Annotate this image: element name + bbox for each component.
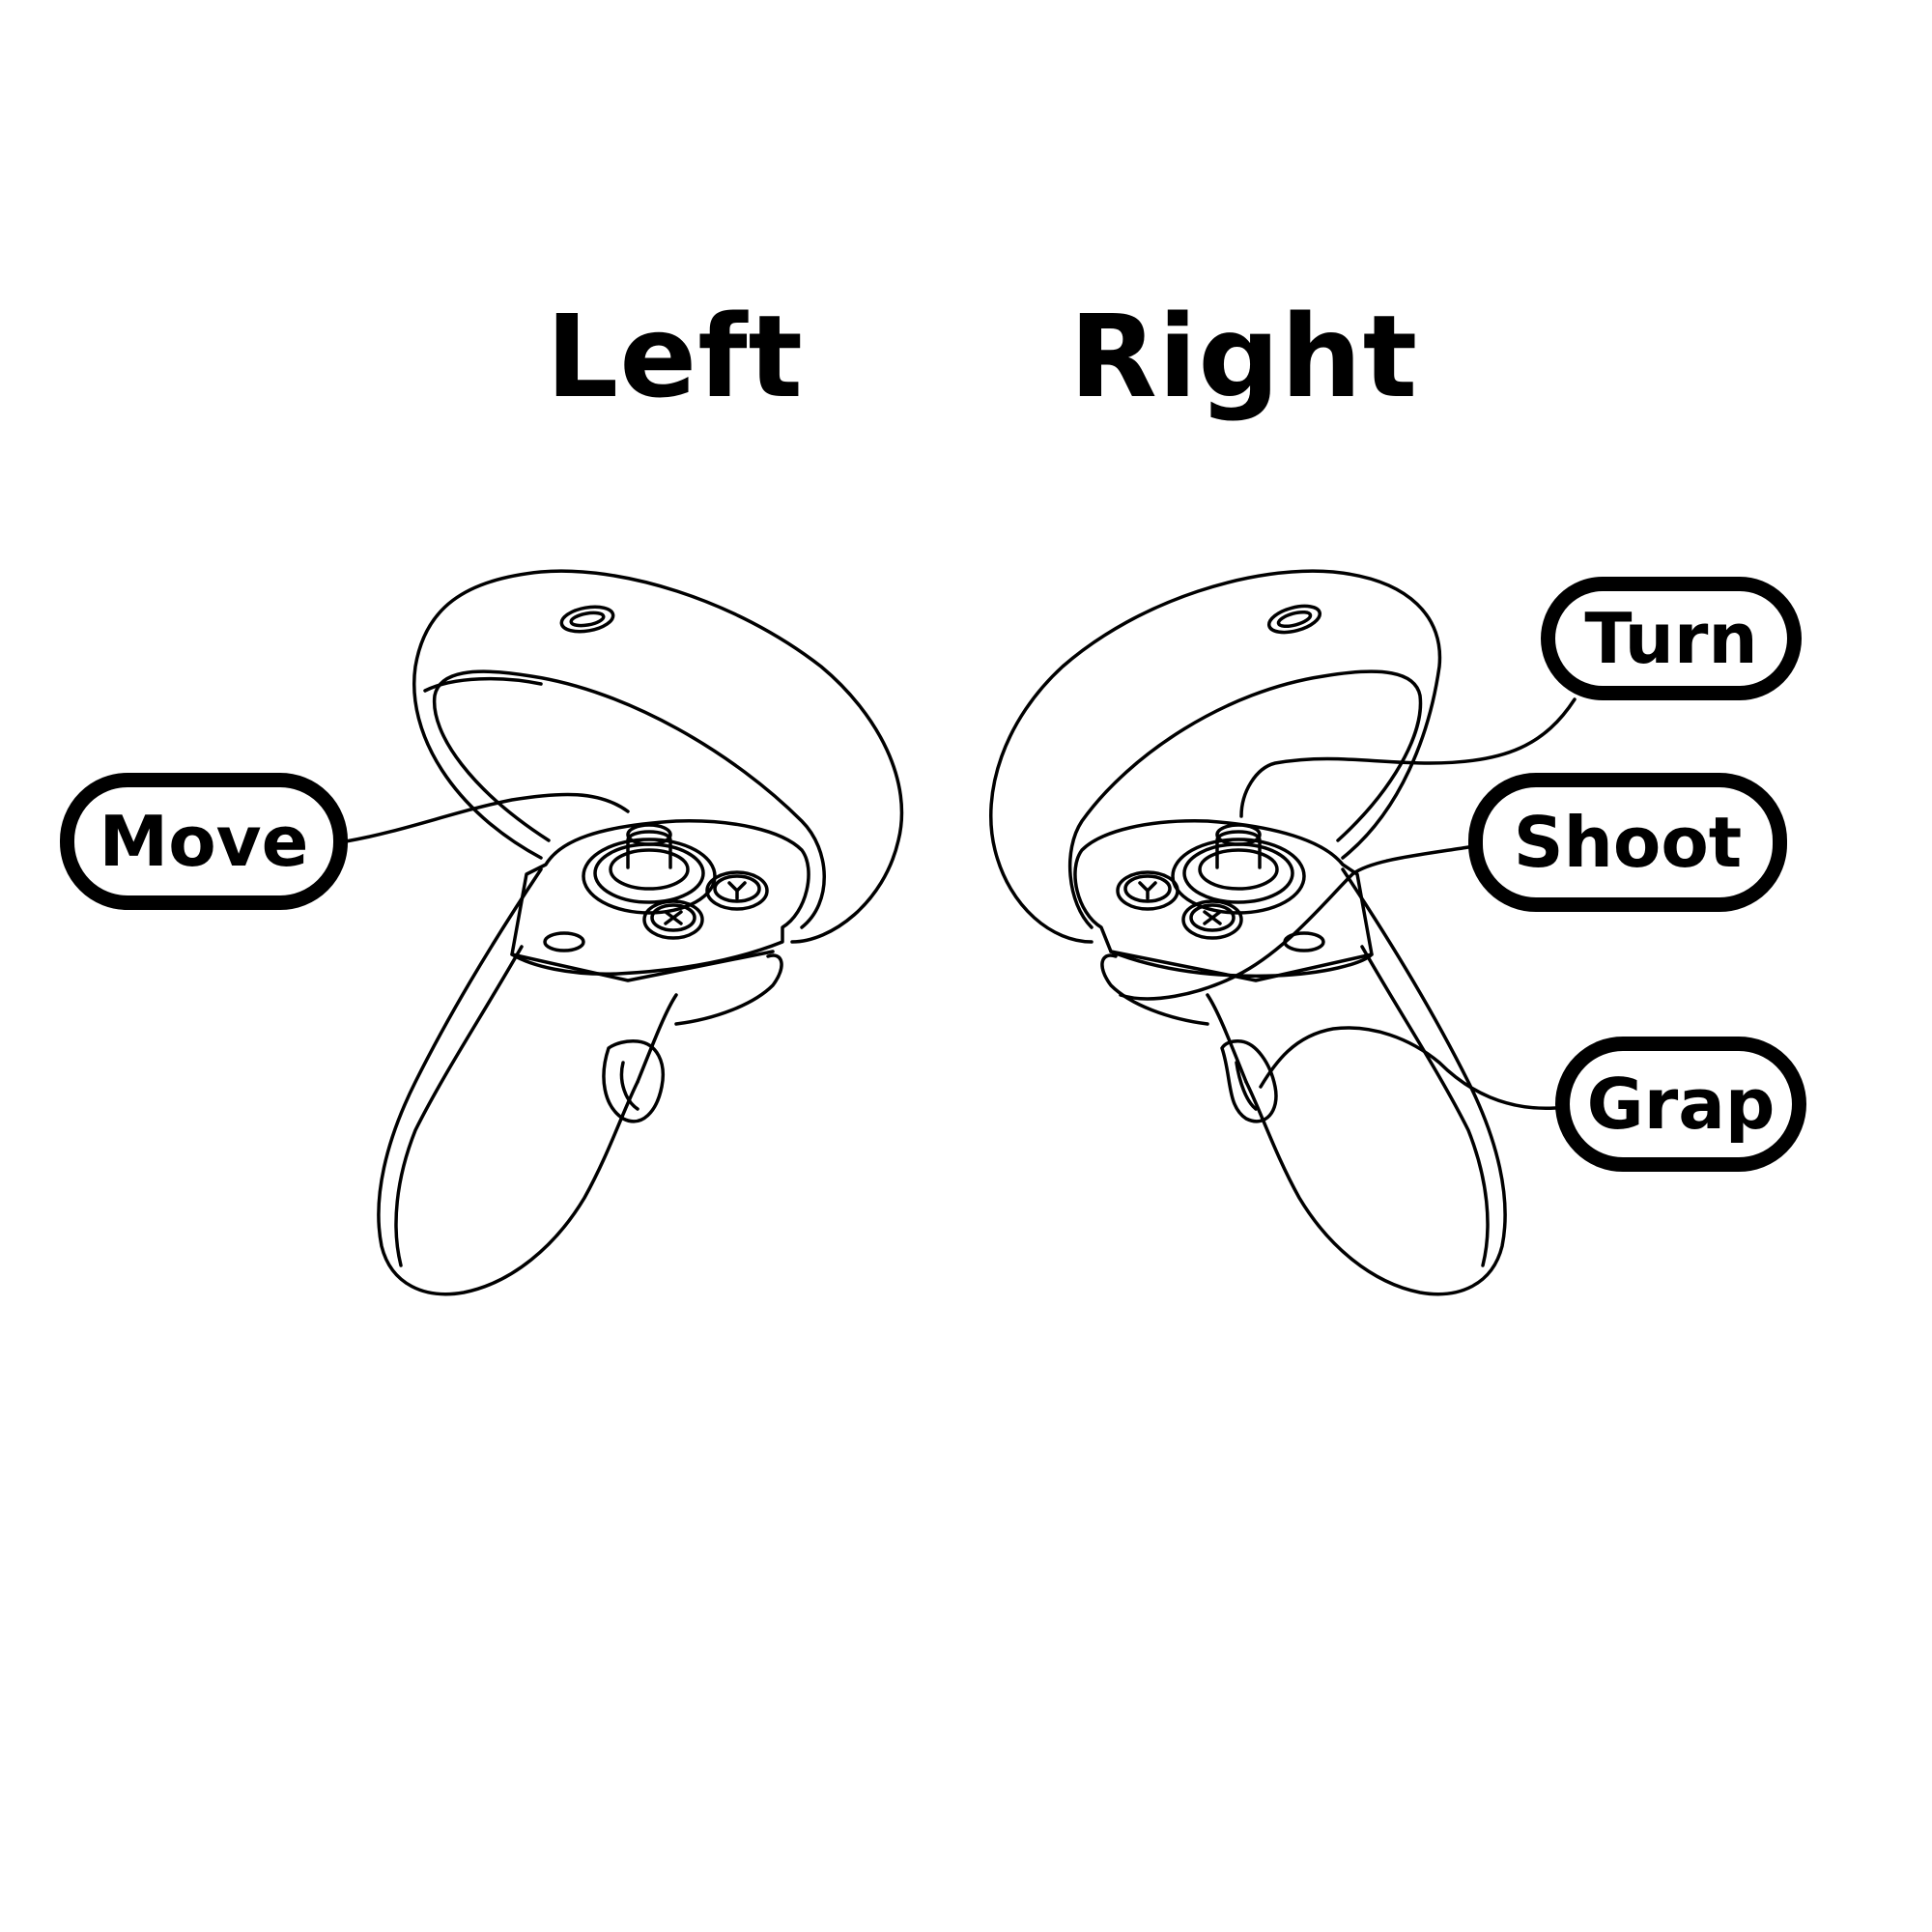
right-ring-inner: [1067, 669, 1423, 929]
right-ring-top-hole: [1266, 604, 1322, 635]
right-thumbstick-icon: [1215, 830, 1262, 869]
left-thumbstick-base: [582, 838, 717, 915]
right-ring-outer: [989, 569, 1442, 944]
left-menu-button: [543, 931, 585, 952]
move-label: Move: [60, 773, 348, 910]
shoot-leader-line: [1119, 845, 1470, 1001]
left-index-trigger: [674, 953, 783, 1026]
left-ring-outer: [412, 569, 904, 944]
turn-label: Turn: [1541, 577, 1802, 700]
shoot-label: Shoot: [1468, 773, 1787, 912]
right-face-plate: [1073, 819, 1374, 979]
left-ring-top-hole: [559, 605, 615, 634]
move-leader-line: [344, 792, 630, 843]
right-handle: [1244, 867, 1507, 1296]
left-ring-inner: [432, 669, 826, 929]
left-controller: [377, 569, 904, 1296]
right-grip-trigger: [1220, 1039, 1278, 1123]
right-controller-heading: Right: [1069, 290, 1419, 423]
right-a-button: [1181, 899, 1243, 940]
left-thumbstick-icon: [626, 830, 672, 869]
left-controller-heading: Left: [546, 290, 804, 423]
right-b-button: [1116, 870, 1179, 911]
right-index-trigger: [1100, 953, 1209, 1026]
left-y-button: [705, 870, 769, 911]
grap-leader-line: [1259, 1026, 1557, 1111]
turn-leader-line: [1239, 697, 1577, 818]
right-controller: [989, 569, 1507, 1296]
left-ring-inner-edge: [423, 676, 543, 693]
grap-label: Grap: [1555, 1037, 1806, 1172]
left-handle: [377, 867, 639, 1296]
left-x-button: [642, 899, 704, 940]
left-grip-trigger: [602, 1039, 665, 1123]
